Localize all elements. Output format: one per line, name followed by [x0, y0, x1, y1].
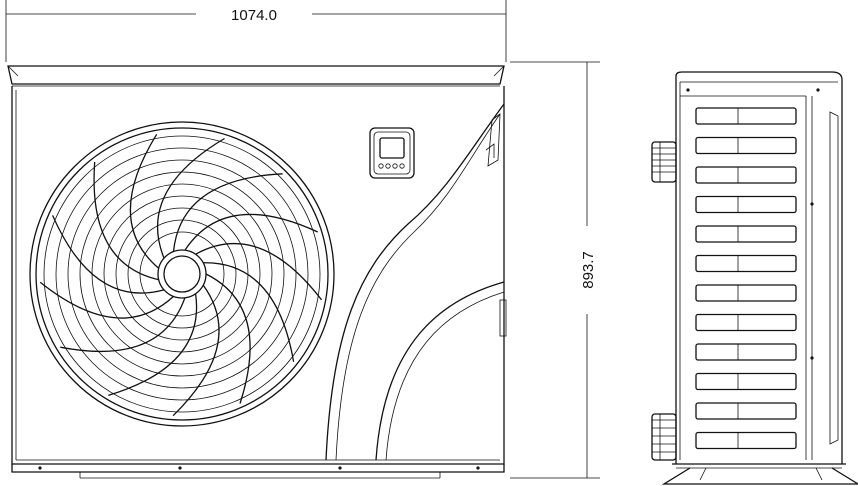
fan-blade — [205, 273, 251, 404]
base-rail — [11, 464, 505, 473]
side-view — [651, 71, 858, 485]
top-lid — [7, 65, 505, 85]
width-dimension: 1074.0 — [5, 0, 507, 62]
fan-blade — [203, 262, 295, 362]
height-dimension-label: 893.7 — [580, 251, 597, 289]
pipe-connector-upper — [651, 141, 677, 183]
front-view — [7, 65, 507, 479]
fan-blade — [108, 293, 198, 397]
vent-slot — [695, 195, 797, 214]
vent-slot — [695, 372, 797, 391]
side-swoosh-panel — [325, 103, 507, 461]
vent-slot — [695, 136, 797, 155]
fan-blade — [156, 137, 225, 259]
height-dimension: 893.7 — [510, 61, 600, 479]
vent-slot — [695, 284, 797, 302]
control-display — [379, 137, 405, 159]
vent-slot — [695, 431, 797, 450]
fan-blade — [172, 284, 220, 417]
fan-blade — [60, 297, 186, 353]
vent-slot — [695, 225, 797, 243]
vent-slot — [695, 107, 797, 125]
vent-slot — [695, 254, 797, 273]
vent-slot — [695, 166, 797, 184]
side-base — [661, 463, 858, 485]
casing — [11, 86, 505, 465]
fan-blade — [184, 213, 318, 251]
fan-blade — [39, 281, 174, 319]
fan-assembly — [29, 121, 335, 427]
vent-slot — [695, 402, 797, 420]
fan-blade — [93, 161, 159, 281]
vent-slot — [695, 313, 797, 332]
pipe-connector-lower — [651, 413, 677, 461]
fan-blade — [195, 242, 323, 301]
vent-slot — [695, 343, 797, 361]
fan-blade — [129, 133, 160, 269]
fan-blade — [172, 173, 283, 252]
width-dimension-label: 1074.0 — [231, 7, 277, 24]
vent-grid — [695, 107, 797, 450]
fan-blade — [52, 215, 165, 294]
fan-blades — [39, 133, 323, 417]
control-panel — [369, 127, 415, 179]
